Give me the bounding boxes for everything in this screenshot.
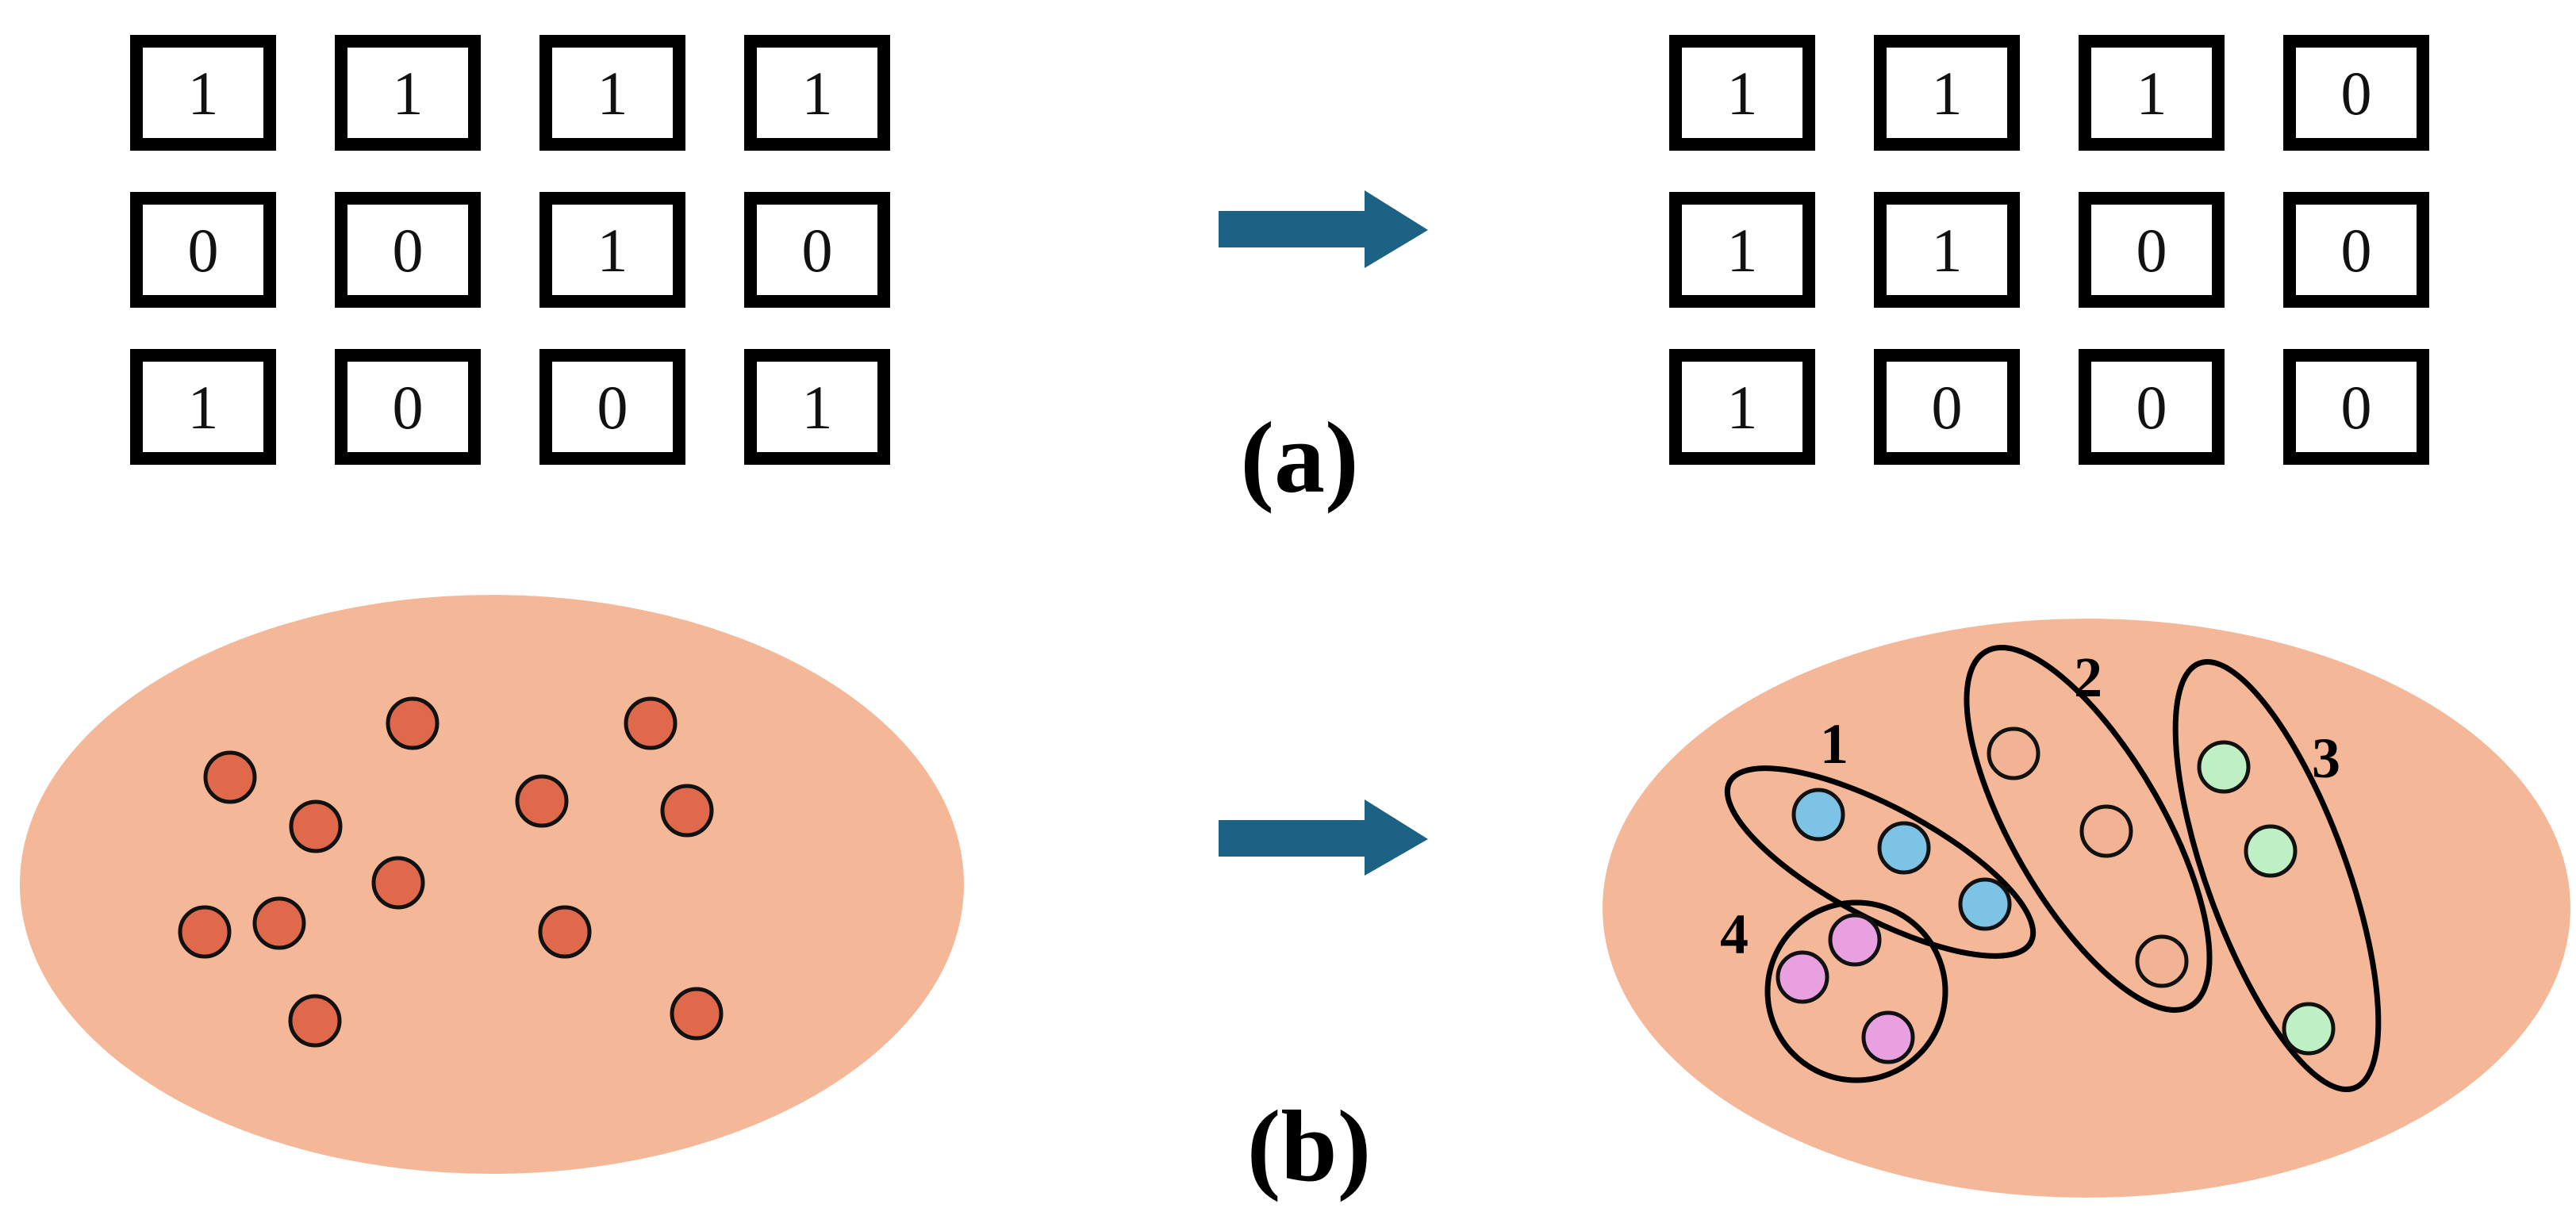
left-grid-cell [130, 35, 276, 151]
cluster-1-point [1791, 788, 1845, 842]
left-binary-grid: 1 1 1 1 0 0 1 0 1 0 0 1 [130, 35, 890, 465]
right-binary-grid: 1 1 1 0 1 1 0 0 1 0 0 0 [1669, 35, 2429, 465]
right-grid-cell-value: 1 [2136, 59, 2167, 128]
panel-label-b: (b) [1247, 1090, 1371, 1202]
left-grid-cell [539, 35, 685, 151]
right-grid-cell [1669, 35, 1815, 151]
cluster-1-boundary [1724, 765, 2037, 959]
data-point [289, 799, 343, 853]
right-grid-cell-value: 1 [1932, 59, 1963, 128]
left-grid-cell-value: 1 [802, 59, 833, 128]
cluster-2-label: 2 [2074, 646, 2102, 709]
right-grid-cell [1669, 192, 1815, 308]
cluster-4-point [1828, 913, 1882, 967]
left-grid-cell-value: 0 [393, 373, 424, 442]
right-grid-cell-value: 1 [1727, 216, 1758, 285]
cluster-2: 2 [1964, 645, 2213, 1013]
cluster-4: 4 [1720, 899, 1948, 1083]
right-grid-cell [2283, 349, 2429, 465]
data-point [288, 994, 342, 1048]
unclustered-points [178, 696, 724, 1048]
right-grid-cell [2079, 349, 2225, 465]
right-grid-cell-value: 0 [2136, 373, 2167, 442]
data-point [515, 774, 569, 828]
left-grid-cell-value: 1 [597, 59, 628, 128]
left-grid-cell [539, 349, 685, 465]
left-grid-cell [744, 349, 890, 465]
left-grid-cell [335, 192, 481, 308]
cluster-3-point [2244, 824, 2298, 878]
data-point [252, 896, 306, 950]
cluster-3-point [2197, 740, 2251, 794]
left-grid-cell-value: 0 [597, 373, 628, 442]
transform-arrow-b [1219, 799, 1428, 876]
clustered-field [1603, 619, 2570, 1198]
arrow-b-shape [1219, 799, 1428, 876]
cluster-3-label: 3 [2312, 727, 2340, 790]
cluster-3-point [2282, 1002, 2336, 1056]
right-grid-cell-value: 0 [2136, 216, 2167, 285]
transform-arrow-a [1219, 190, 1428, 268]
right-grid-cell-value: 0 [2341, 373, 2372, 442]
right-grid-cell [1874, 35, 2020, 151]
data-point [203, 750, 257, 804]
arrow-a-shape [1219, 190, 1428, 268]
left-grid-cell-value: 1 [188, 59, 219, 128]
right-grid-cell-value: 0 [1932, 373, 1963, 442]
left-grid-cell-value: 1 [188, 373, 219, 442]
right-grid-cell [1669, 349, 1815, 465]
right-grid-cell-value: 0 [2341, 59, 2372, 128]
data-point [371, 856, 425, 910]
left-grid-cell-value: 0 [188, 216, 219, 285]
cluster-2-point [2079, 804, 2133, 858]
left-grid-cell-value: 1 [802, 373, 833, 442]
left-grid-cell [130, 349, 276, 465]
left-grid-cell [539, 192, 685, 308]
cluster-4-point [1776, 950, 1829, 1004]
right-grid-cell-value: 1 [1727, 59, 1758, 128]
cluster-1-label: 1 [1820, 712, 1849, 776]
data-point [670, 987, 724, 1041]
left-grid-cell-value: 0 [802, 216, 833, 285]
left-grid-cell-value: 0 [393, 216, 424, 285]
cluster-4-label: 4 [1720, 903, 1749, 966]
right-grid-cell [1874, 192, 2020, 308]
left-grid-cell [335, 349, 481, 465]
right-grid-cell [2079, 35, 2225, 151]
left-grid-cell [744, 192, 890, 308]
left-grid-cell-value: 1 [393, 59, 424, 128]
left-grid-cell-value: 1 [597, 216, 628, 285]
right-grid-cell [1874, 349, 2020, 465]
cluster-1-point [1958, 877, 2012, 931]
data-point [624, 696, 678, 750]
cluster-3-boundary [2172, 659, 2382, 1092]
right-grid-cell-value: 0 [2341, 216, 2372, 285]
right-grid-cell [2283, 35, 2429, 151]
cluster-1: 1 [1724, 712, 2037, 959]
unclustered-field [20, 595, 964, 1174]
cluster-4-boundary [1764, 899, 1948, 1083]
left-grid-cell [130, 192, 276, 308]
right-grid-cell [2283, 192, 2429, 308]
right-grid-cell-value: 1 [1727, 373, 1758, 442]
right-grid-cell [2079, 192, 2225, 308]
data-point [386, 696, 440, 750]
left-grid-cell [744, 35, 890, 151]
data-point [538, 905, 592, 959]
cluster-1-point [1877, 821, 1931, 875]
data-point [178, 905, 232, 959]
cluster-4-point [1861, 1010, 1915, 1064]
panel-label-a: (a) [1240, 401, 1358, 514]
cluster-2-point [1987, 727, 2040, 780]
cluster-2-boundary [1964, 645, 2213, 1013]
left-grid-cell [335, 35, 481, 151]
cluster-2-point [2135, 934, 2189, 988]
data-point [660, 784, 714, 838]
right-grid-cell-value: 1 [1932, 216, 1963, 285]
cluster-3: 3 [2172, 659, 2382, 1092]
